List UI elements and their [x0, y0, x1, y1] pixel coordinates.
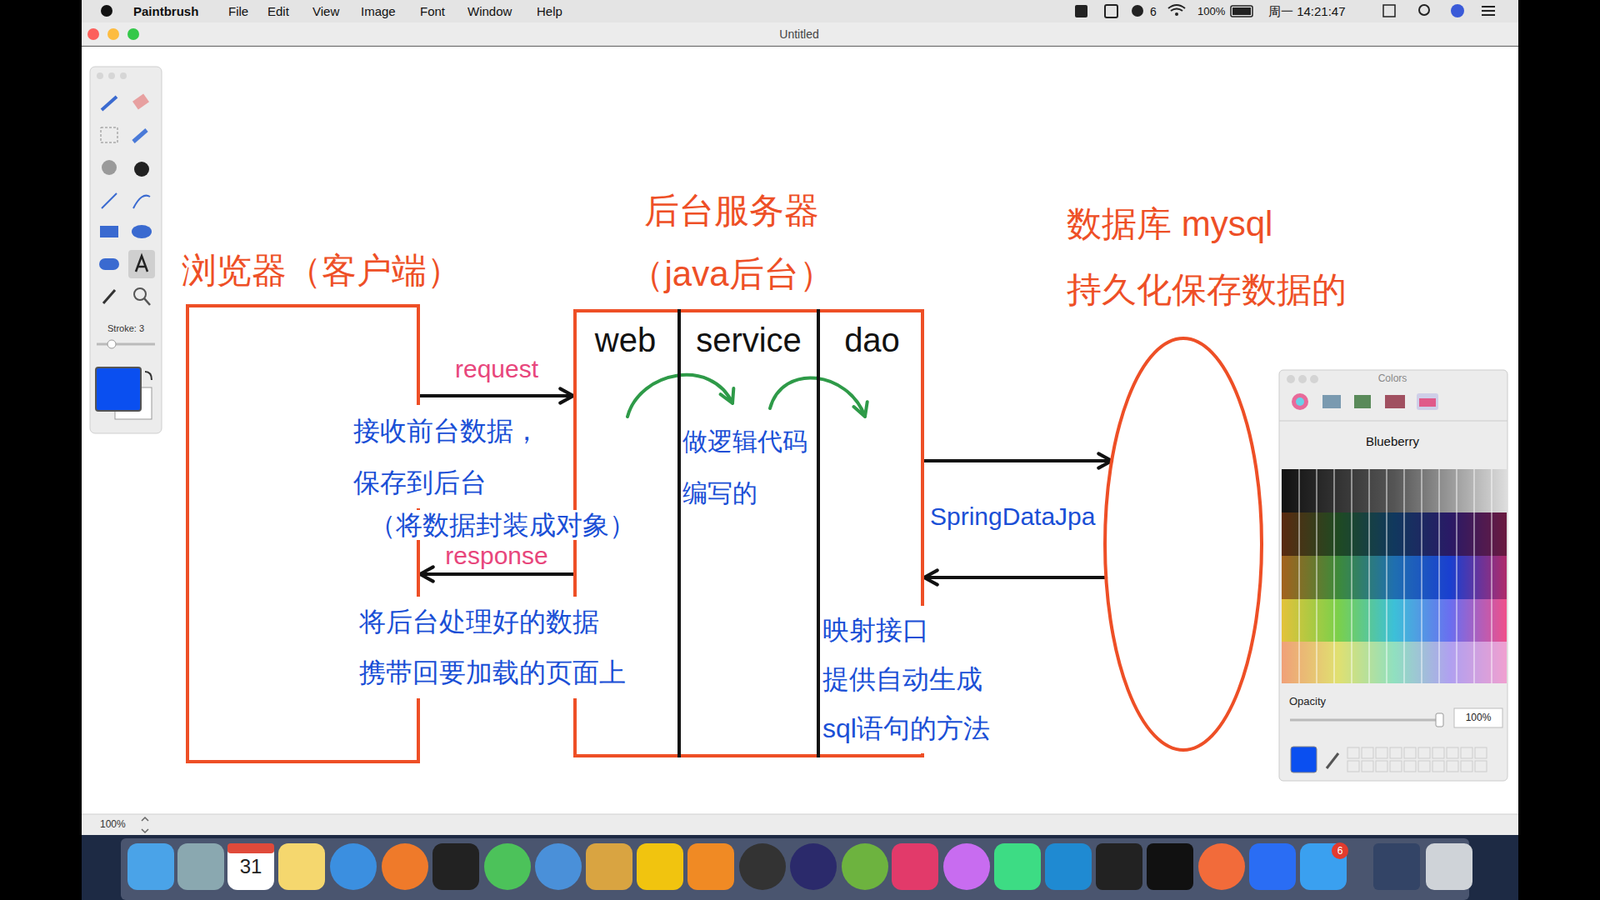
opacity-value: 100% — [1465, 711, 1492, 725]
database-node: 数据库 mysql 持久化保存数据的 — [1062, 200, 1350, 752]
flow-arrow — [924, 570, 1106, 585]
stroke-label: Stroke: 3 — [107, 322, 145, 335]
layer-title: web — [573, 320, 678, 360]
color-name: Blueberry — [1365, 433, 1420, 450]
window-title: Untitled — [779, 26, 819, 42]
badge-count: 6 — [1337, 844, 1344, 858]
menu-item: Edit — [267, 3, 290, 20]
edge-label: response — [441, 541, 551, 570]
opacity-label: Opacity — [1289, 695, 1326, 709]
edge-label: request — [451, 355, 542, 384]
menu-item: Font — [420, 3, 445, 20]
menu-item: Image — [360, 3, 396, 20]
note-text: （将数据封装成对象） — [369, 510, 636, 540]
calendar-date: 31 — [240, 855, 263, 879]
box-heading: 浏览器（客户端） — [181, 250, 462, 292]
layer-title: service — [680, 320, 817, 360]
note-text: 将后台处理好的数据 携带回要加载的页面上 — [359, 596, 643, 699]
menu-item: View — [312, 3, 340, 20]
note-text: 接收前台数据， 保存到后台 — [353, 405, 562, 509]
node-heading: 持久化保存数据的 — [1066, 269, 1347, 311]
menu-item: Help — [536, 3, 563, 20]
layer-note: 做逻辑代码 编写的 — [682, 415, 816, 520]
note-text: 映射接口 提供自动生成 sql语句的方法 — [822, 605, 1010, 754]
flow-arrow — [924, 453, 1112, 468]
menu-item: File — [228, 3, 249, 20]
menu-clock: 周一 14:21:47 — [1268, 3, 1346, 20]
node-heading: 数据库 mysql — [1066, 203, 1273, 245]
layer-column: service 做逻辑代码 编写的 — [677, 309, 817, 758]
zoom-level: 100% — [100, 818, 126, 831]
battery-level: 100% — [1197, 4, 1225, 20]
layer-title: dao — [820, 320, 925, 360]
ellipse-shape — [1105, 338, 1262, 750]
tech-label: SpringDataJpa — [928, 502, 1097, 531]
menu-item: Window — [467, 3, 512, 20]
app-name: Paintbrush — [133, 3, 199, 20]
panel-title: Colors — [1378, 372, 1408, 385]
status-item: 6 — [1150, 4, 1157, 20]
box-heading: 后台服务器 （java后台） — [610, 179, 853, 306]
ellipse-outline — [1103, 336, 1264, 752]
flow-arrow — [420, 388, 574, 403]
